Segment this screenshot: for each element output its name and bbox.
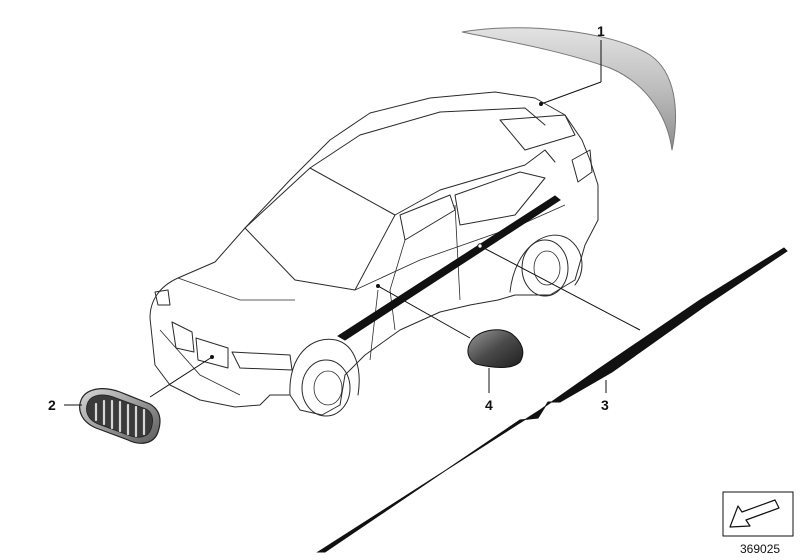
leader-lines xyxy=(64,40,641,406)
rear-spoiler-part[interactable] xyxy=(461,27,677,151)
callout-4: 4 xyxy=(485,397,493,413)
callout-2: 2 xyxy=(48,397,56,413)
callout-1: 1 xyxy=(597,23,605,39)
document-number: 369025 xyxy=(740,542,780,556)
callout-3: 3 xyxy=(601,397,609,413)
mirror-cap-part[interactable] xyxy=(467,329,524,368)
side-skirt-strip-part[interactable] xyxy=(316,247,788,553)
kidney-grille-part[interactable] xyxy=(79,388,161,444)
navigate-arrow-icon[interactable] xyxy=(722,491,794,537)
car-body-outline xyxy=(149,91,599,417)
